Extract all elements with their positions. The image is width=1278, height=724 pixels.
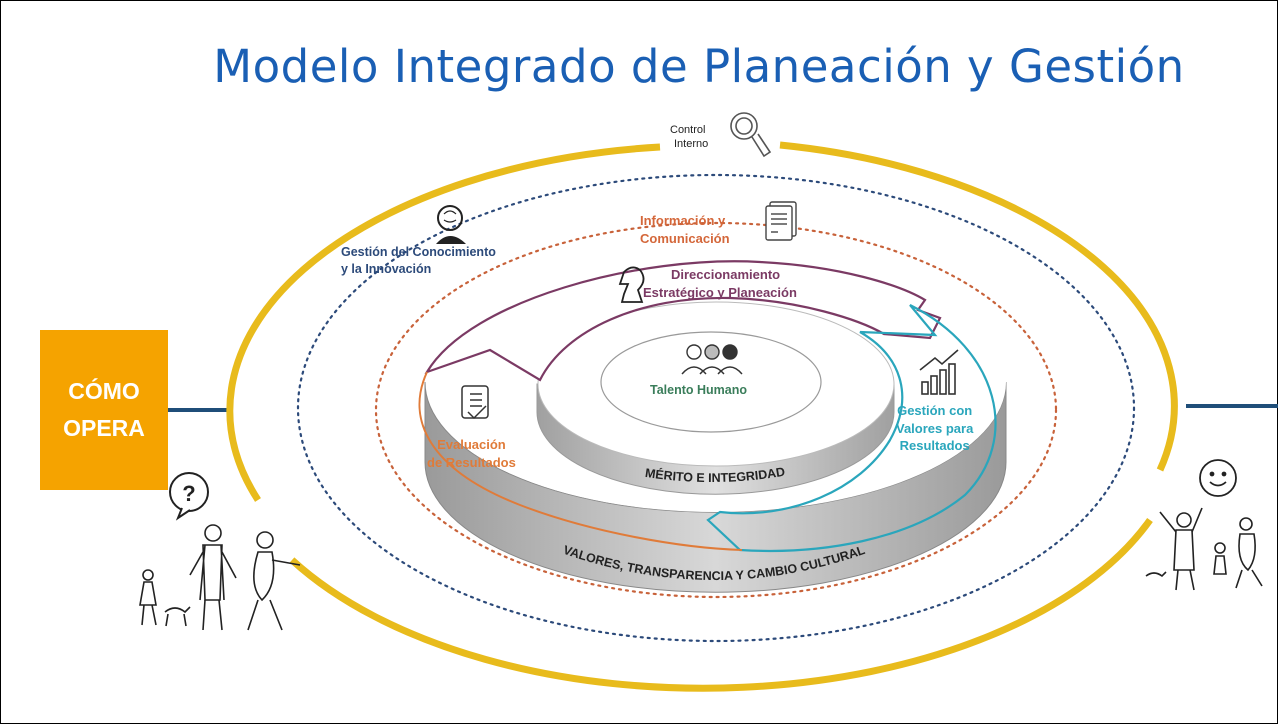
checklist-icon [461,385,489,420]
outer-disc-side [424,381,1007,593]
control-interno-line2: Interno [674,137,709,150]
control-interno-label: Control Interno [670,124,708,152]
evaluation-line1: Evaluación [437,437,506,452]
como-opera-box: CÓMO OPERA [40,330,168,490]
svg-text:?: ? [182,481,195,506]
values-results-label: Gestión con Valores para Resultados [896,402,973,455]
family-illustration-right [1145,507,1263,591]
planning-line2: Estratégico y Planeación [643,284,797,300]
como-opera-line1: CÓMO [68,378,140,405]
smiley-bubble-icon [1199,459,1237,497]
family-illustration-left [139,524,301,631]
information-communication-label: Información y Comunicación [640,212,730,247]
growth-chart-icon [919,349,959,395]
evaluation-results-label: Evaluación de Resultados [427,436,516,471]
knowledge-innovation-label: Gestión del Conocimiento y la Innovación [341,244,496,278]
document-icon [765,201,797,241]
evaluation-line2: de Resultados [427,454,516,470]
strategic-planning-label: Direccionamiento Estratégico y Planeació… [643,266,797,301]
talent-human-label: Talento Humano [650,383,747,397]
knowledge-line1: Gestión del Conocimiento [341,245,496,259]
page-title: Modelo Integrado de Planeación y Gestión [213,40,1185,93]
knowledge-dotted-ring [296,173,1136,643]
values-line3: Resultados [899,438,970,454]
talent-ellipse [600,331,822,433]
evaluation-arc [418,371,743,551]
outer-gold-ring [226,141,1178,692]
values-line1: Gestión con [897,403,973,418]
planning-line1: Direccionamiento [671,267,781,282]
people-group-icon [681,344,743,375]
information-line2: Comunicación [640,230,730,246]
head-brain-icon [436,205,466,244]
values-line2: Valores para [896,420,974,436]
question-bubble-icon: ? [169,472,209,521]
search-icon [730,112,772,158]
information-line1: Información y [640,213,726,228]
planning-arrow [424,260,942,382]
chess-knight-icon [618,266,645,303]
como-opera-line2: OPERA [63,415,145,441]
knowledge-line2: y la Innovación [341,261,432,276]
control-interno-line1: Control [670,124,706,136]
information-dotted-ring [374,221,1058,599]
